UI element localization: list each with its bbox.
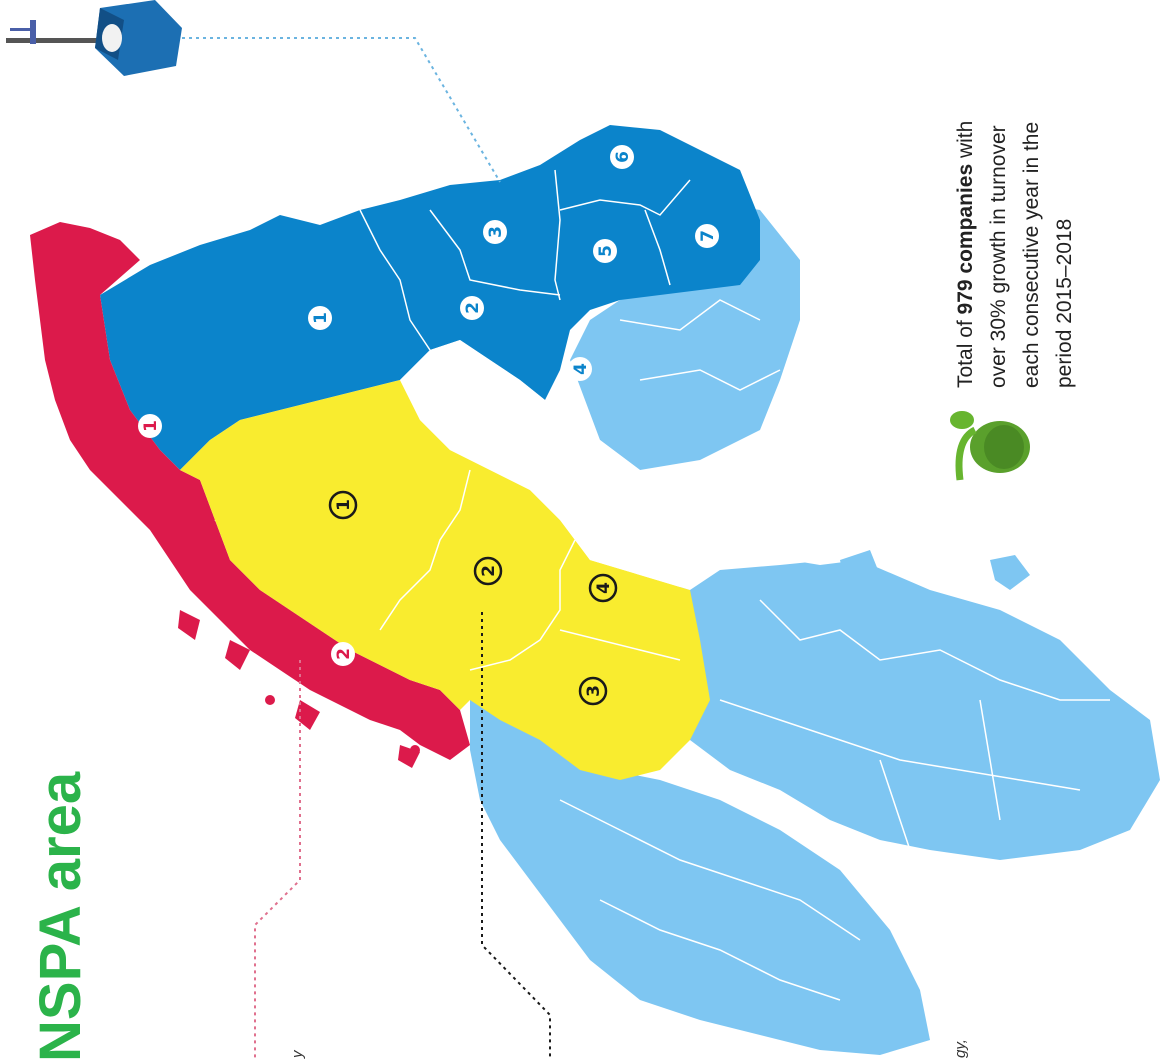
finland-border-4 [559, 179, 691, 216]
norway-island-2 [225, 640, 250, 670]
other-border-2 [639, 369, 781, 391]
finland-badge-1: 1 [308, 306, 332, 330]
note-line-4: period 2015–2018 [1053, 219, 1076, 388]
finland-badge-3: 3 [483, 220, 507, 244]
finland-border-3 [554, 169, 561, 301]
sweden-border-3 [559, 629, 681, 661]
lake-island [840, 550, 880, 590]
finland-border-2 [429, 209, 561, 296]
other-border-4 [719, 699, 1081, 791]
finland-badge-5: 5 [593, 239, 617, 263]
gulf-of-bothnia [400, 340, 840, 590]
svg-text:3: 3 [486, 226, 506, 238]
sweden-area [180, 380, 710, 780]
finland-border-5 [644, 209, 671, 286]
svg-text:2: 2 [334, 648, 354, 660]
norway-leader-line [254, 660, 301, 1060]
finland-regions [100, 125, 760, 470]
svg-text:4: 4 [571, 363, 591, 375]
note-line-2: over 30% growth in turnover [987, 125, 1010, 388]
svg-text:7: 7 [698, 230, 718, 242]
sweden-badge-2: 2 [473, 556, 503, 586]
sweden-badge-1: 1 [328, 490, 358, 520]
norway-island-1 [178, 610, 200, 640]
norway-area [30, 222, 470, 760]
svg-text:6: 6 [613, 151, 633, 163]
other-border-3 [759, 599, 1110, 701]
other-countries [470, 200, 1160, 1055]
edge-fragment-left: y [289, 1049, 306, 1059]
finland-border-1 [359, 209, 431, 351]
note-highlight: 979 companies [954, 164, 977, 315]
note-line-3: each consecutive year in the [1020, 122, 1043, 388]
sweden-regions [180, 380, 710, 780]
finland-leader-line [175, 37, 501, 183]
sweden-badges: 1 2 3 4 [328, 490, 618, 706]
sweden-badge-4: 4 [588, 573, 618, 603]
growth-note: Total of 979 companies with over 30% gro… [954, 121, 1076, 388]
finland-badge-7: 7 [695, 224, 719, 248]
sweden-badge-3: 3 [578, 676, 608, 706]
norway-badges: 1 2 [138, 414, 355, 666]
sweden-border-2 [469, 539, 576, 671]
finland-badge-6: 6 [610, 145, 634, 169]
svg-text:1: 1 [334, 499, 354, 511]
other-border-5 [559, 799, 861, 941]
other-border-7 [879, 759, 911, 851]
note-prefix: Total of [954, 314, 977, 388]
note-line1-rest: with [954, 121, 977, 164]
svg-text:5: 5 [596, 245, 616, 257]
hex-nut-icon [6, 0, 182, 76]
norway-regions [30, 222, 470, 768]
other-border-6 [599, 899, 841, 1001]
svg-text:3: 3 [584, 685, 604, 697]
page-title: NSPA area [28, 771, 93, 1062]
svg-text:1: 1 [311, 312, 331, 324]
small-island [990, 555, 1030, 590]
sweden-border-1 [379, 469, 471, 631]
svg-text:Total of 979 companies with: Total of 979 companies with [954, 121, 977, 388]
norway-island-3 [295, 700, 320, 730]
edge-fragment-right: gy, [952, 1039, 969, 1058]
norway-leader-dot-2 [410, 745, 420, 755]
sprout-icon [950, 411, 1030, 481]
finland-badges: 1 2 3 4 5 6 7 [308, 145, 719, 381]
norway-badge-2: 2 [331, 642, 355, 666]
other-border-1 [619, 299, 761, 331]
other-border-8 [979, 699, 1001, 821]
svg-text:2: 2 [463, 302, 483, 314]
finland-badge-2: 2 [460, 296, 484, 320]
svg-text:4: 4 [594, 582, 614, 594]
svg-text:1: 1 [141, 420, 161, 432]
norway-badge-1: 1 [138, 414, 162, 438]
norway-leader-dot [265, 695, 275, 705]
southern-region [470, 690, 930, 1055]
other-borders [559, 299, 1110, 1001]
finland-area [100, 125, 760, 470]
baltic-region [665, 555, 1160, 860]
finland-badge-4: 4 [568, 357, 592, 381]
svg-text:2: 2 [479, 565, 499, 577]
